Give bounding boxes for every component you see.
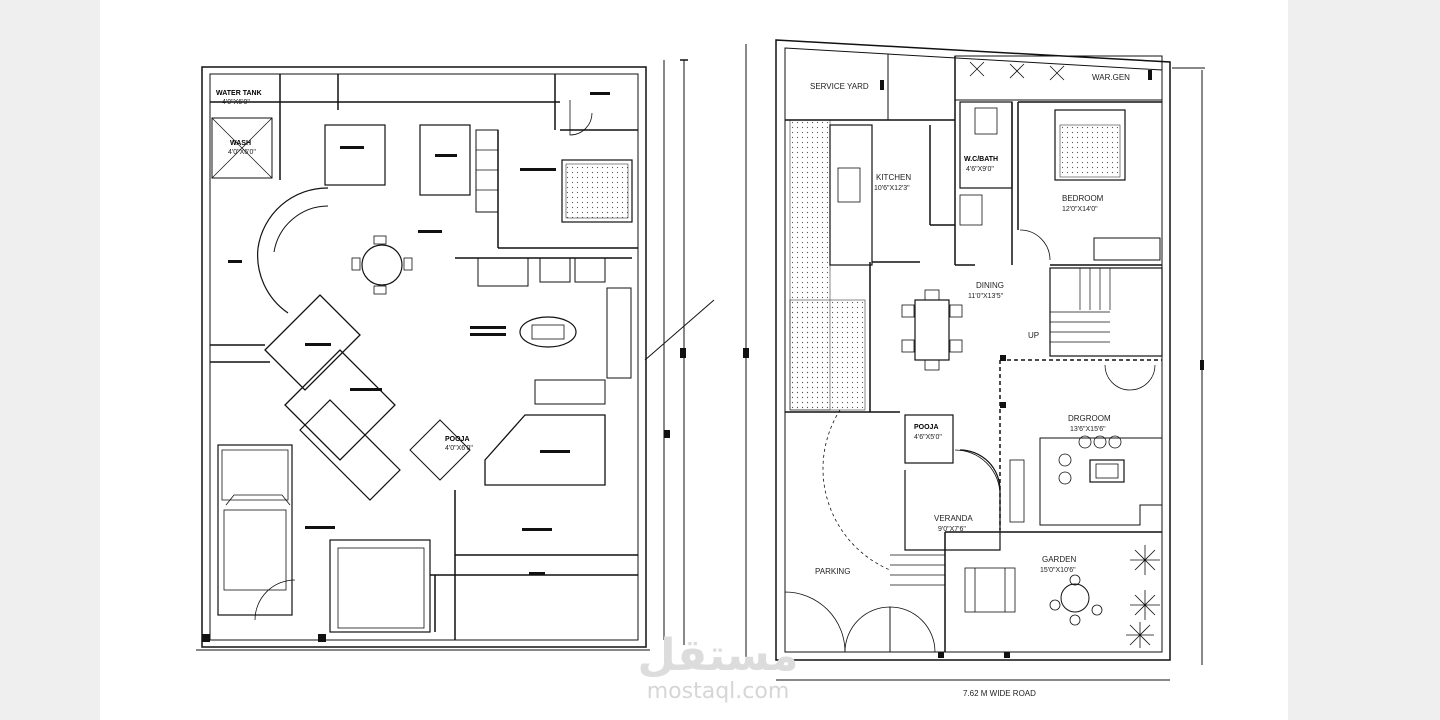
left-outer-wall — [201, 66, 647, 648]
drgroom-size: 13'6"X15'6" — [1070, 426, 1106, 433]
right-outer-wall — [775, 39, 1171, 661]
left-floor-plan — [196, 59, 715, 651]
service-yard-label: SERVICE YARD — [810, 82, 869, 91]
road-label: 7.62 M WIDE ROAD — [963, 689, 1036, 698]
dining-label: DINING — [976, 281, 1004, 290]
parking-label: PARKING — [815, 567, 850, 576]
garden-size: 15'0"X10'6" — [1040, 567, 1076, 574]
kitchen-size: 10'6"X12'3" — [874, 185, 910, 192]
pooja-size: 4'6"X5'0" — [914, 434, 942, 441]
watermark-arabic: مستقل — [638, 630, 799, 681]
water-tank-size: 4'0"X6'0" — [222, 99, 250, 106]
stair-up-label: UP — [1028, 331, 1039, 340]
pooja-label: POOJA — [914, 424, 939, 431]
bedroom-size: 12'0"X14'0" — [1062, 206, 1098, 213]
right-floor-plan — [743, 39, 1205, 681]
veranda-size: 9'0"X7'6" — [938, 526, 966, 533]
watermark-latin: mostaql.com — [647, 679, 790, 704]
right-plan-labels: SERVICE YARD WAR.GEN KITCHEN 10'6"X12'3"… — [810, 73, 1130, 698]
left-pooja-label: POOJA — [445, 436, 470, 443]
garden-label: GARDEN — [1042, 555, 1076, 564]
left-plan-labels: WATER TANK 4'0"X6'0" WASH 4'0"X6'0" POOJ… — [216, 90, 473, 452]
left-margin — [0, 0, 100, 720]
kitchen-label: KITCHEN — [876, 173, 911, 182]
water-tank-label: WATER TANK — [216, 90, 262, 97]
right-margin — [1288, 0, 1440, 720]
wash-label: WASH — [230, 140, 251, 147]
watermark: مستقل mostaql.com — [638, 630, 799, 704]
wc-bath-size: 4'6"X9'0" — [966, 166, 994, 173]
left-pooja-size: 4'0"X6'0" — [445, 445, 473, 452]
bedroom-label: BEDROOM — [1062, 194, 1104, 203]
drgroom-label: DRGROOM — [1068, 414, 1111, 423]
wash-size: 4'0"X6'0" — [228, 149, 256, 156]
dining-size: 11'0"X13'5" — [968, 293, 1004, 300]
wc-bath-label: W.C/BATH — [964, 156, 998, 163]
top-right-label: WAR.GEN — [1092, 73, 1130, 82]
veranda-label: VERANDA — [934, 514, 973, 523]
drawing-sheet — [100, 0, 1288, 720]
